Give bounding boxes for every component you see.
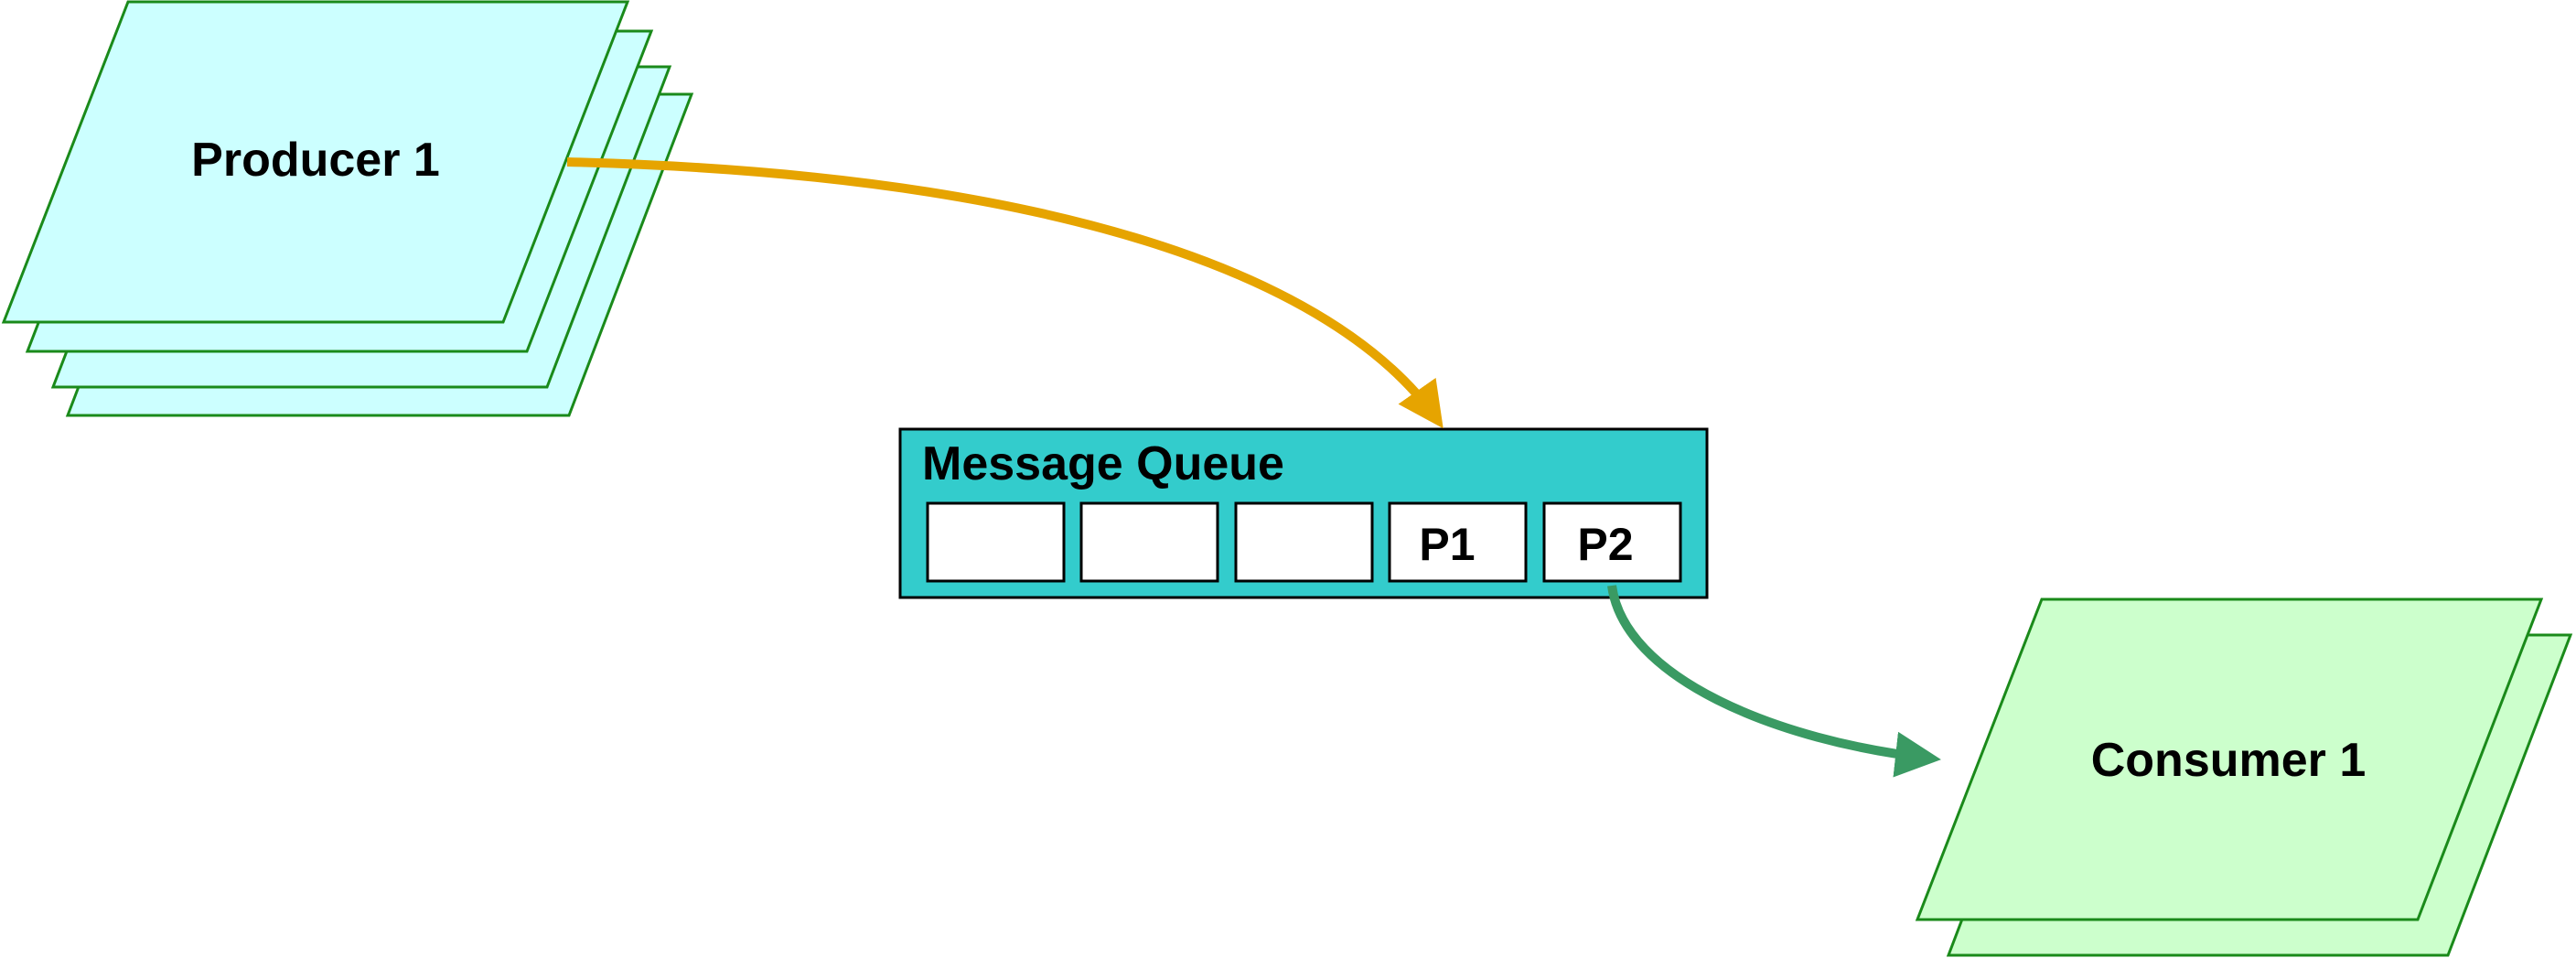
- consumer-stack[interactable]: Consumer 1: [1915, 597, 2573, 957]
- queue-slot-box: [1079, 501, 1219, 583]
- queue-slot-3: [1234, 501, 1374, 583]
- queue-slot-p2: P2: [1542, 501, 1682, 583]
- producer-stack[interactable]: Producer 1: [1, 0, 694, 417]
- queue-slot-label: P1: [1419, 519, 1475, 570]
- queue-slot-label: P2: [1577, 519, 1633, 570]
- consumer-label: Consumer 1: [2091, 734, 2367, 787]
- queue-slot-box: [926, 501, 1066, 583]
- producer-label: Producer 1: [191, 134, 440, 187]
- queue-slot-box: [1388, 501, 1528, 583]
- message-queue[interactable]: Message Queue P1 P2: [898, 427, 1709, 599]
- queue-title: Message Queue: [922, 437, 1284, 490]
- producer-shape: [1, 0, 630, 324]
- queue-slot-2: [1079, 501, 1219, 583]
- queue-slot-p1: P1: [1388, 501, 1528, 583]
- consume-arrow: [1607, 585, 1941, 778]
- consumer-shape: [1915, 597, 2544, 921]
- queue-slot-1: [926, 501, 1066, 583]
- queue-slot-box: [1542, 501, 1682, 583]
- queue-slot-box: [1234, 501, 1374, 583]
- produce-arrow: [566, 157, 1444, 429]
